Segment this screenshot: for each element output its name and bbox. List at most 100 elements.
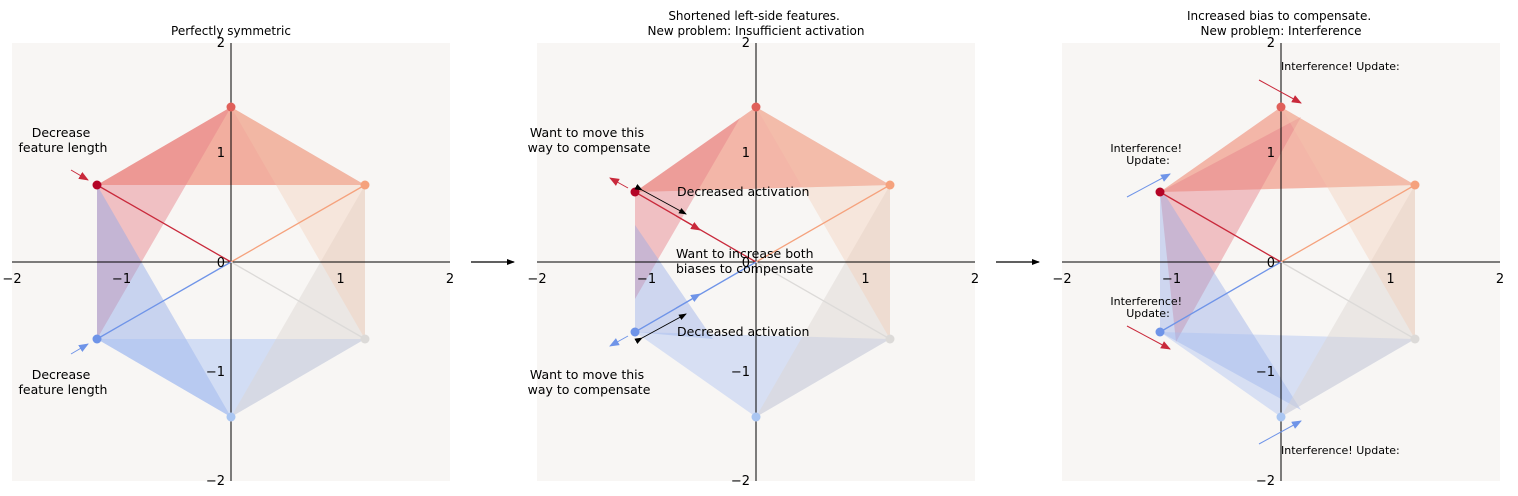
feature-point-upper-right <box>1410 180 1420 190</box>
y-tick: 1 <box>742 146 750 161</box>
x-tick: 1 <box>861 272 869 287</box>
arrow-interference-upper-left <box>1126 173 1171 198</box>
feature-vector-red <box>96 184 232 263</box>
feature-vector-blue <box>96 261 232 340</box>
annotation-decrease-length-bottom: Decrease feature length <box>19 367 108 397</box>
x-tick-labels: −2 −1 1 2 <box>2 272 454 287</box>
double-arrow-activation-bottom <box>634 313 687 344</box>
feature-vector-grey <box>1280 261 1416 340</box>
panel-3: −2 −1 1 2 2 1 0 −1 −2 Increased bias to … <box>1052 9 1504 489</box>
y-tick: 2 <box>217 36 225 51</box>
x-tick: 2 <box>1496 272 1504 287</box>
feature-point-bottom <box>1276 412 1286 422</box>
x-tick: −2 <box>2 272 21 287</box>
x-tick: −2 <box>1052 272 1071 287</box>
arrow-blue-bias <box>675 293 701 309</box>
triangle-blue-bottom <box>1160 332 1415 417</box>
feature-point-upper-left <box>630 187 640 197</box>
panel-title: Shortened left-side features. New proble… <box>648 9 865 38</box>
panel-title: Increased bias to compensate. New proble… <box>1187 9 1375 38</box>
y-tick: 2 <box>742 36 750 51</box>
x-tick: −2 <box>527 272 546 287</box>
y-tick: 0 <box>217 256 225 271</box>
annotation-decreased-activation-top: Decreased activation <box>677 184 809 199</box>
double-arrow-activation-top <box>634 184 687 215</box>
feature-vector-grey <box>230 261 366 340</box>
x-tick: 2 <box>971 272 979 287</box>
y-tick: 0 <box>742 256 750 271</box>
arrow-interference-lower-left <box>1126 325 1171 350</box>
x-tick: −1 <box>112 272 131 287</box>
arrow-interference-bottom <box>1258 420 1302 445</box>
annotation-interference-upper-left: Interference! Update: <box>1110 142 1185 167</box>
y-tick-labels: 2 1 0 −1 −2 <box>1256 36 1275 489</box>
x-tick: 2 <box>446 272 454 287</box>
x-tick: −1 <box>1162 272 1181 287</box>
feature-vector-orange <box>755 184 891 263</box>
feature-point-top <box>1276 102 1286 112</box>
feature-point-lower-right <box>360 334 370 344</box>
x-tick-labels: −2 −1 1 2 <box>1052 272 1504 287</box>
y-tick: −1 <box>731 365 750 380</box>
y-tick: −2 <box>731 474 750 489</box>
triangle-peach-top <box>1160 107 1415 192</box>
arrow-blue <box>70 343 89 355</box>
annotation-decrease-length-top: Decrease feature length <box>19 125 108 155</box>
x-tick: 1 <box>1386 272 1394 287</box>
feature-point-upper-right <box>885 180 895 190</box>
feature-vector-orange <box>230 184 366 263</box>
annotation-decreased-activation-bottom: Decreased activation <box>677 324 809 339</box>
panel-1: −2 −1 1 2 2 1 0 −1 −2 Perfectly symmetri… <box>2 24 454 489</box>
y-tick-labels: 2 1 0 −1 −2 <box>731 36 750 489</box>
feature-vector-blue <box>1159 261 1282 333</box>
feature-vector-orange <box>1280 184 1416 263</box>
arrow-red-bias <box>675 215 701 231</box>
feature-point-upper-left <box>1155 187 1165 197</box>
annotation-move-top: Want to move this way to compensate <box>528 125 651 155</box>
arrow-red-move <box>609 177 629 189</box>
feature-vector-grey <box>755 261 891 340</box>
annotation-interference-lower-left: Interference! Update: <box>1110 295 1185 320</box>
feature-point-lower-right <box>885 334 895 344</box>
arrow-blue-move <box>609 335 629 347</box>
x-tick: 1 <box>336 272 344 287</box>
y-tick: −1 <box>1256 365 1275 380</box>
annotation-interference-top: Interference! Update: <box>1281 60 1400 73</box>
triangle-red-left <box>1160 117 1301 342</box>
triangle-blue-bottom <box>635 332 890 417</box>
y-tick: 1 <box>217 146 225 161</box>
y-tick: −2 <box>1256 474 1275 489</box>
triangle-red-top <box>1160 107 1415 192</box>
triangle-red-top <box>635 107 890 192</box>
feature-point-top <box>751 102 761 112</box>
x-tick-labels: −2 −1 1 2 <box>527 272 979 287</box>
y-tick: 0 <box>1267 256 1275 271</box>
annotation-interference-bottom: Interference! Update: <box>1281 444 1400 457</box>
feature-point-lower-right <box>1410 334 1420 344</box>
triangle-red-left <box>635 118 740 299</box>
feature-point-bottom <box>751 412 761 422</box>
annotation-move-bottom: Want to move this way to compensate <box>528 367 651 397</box>
y-tick: 1 <box>1267 146 1275 161</box>
x-tick: −1 <box>637 272 656 287</box>
triangle-blue-left <box>1160 187 1301 410</box>
feature-point-lower-left <box>92 334 102 344</box>
panel-2: −2 −1 1 2 2 1 0 −1 −2 Shortened left-sid… <box>527 9 979 489</box>
arrow-red <box>70 169 89 181</box>
triangle-peach-top <box>635 107 890 192</box>
triangle-blue-left <box>635 225 713 339</box>
arrow-interference-top <box>1258 79 1302 104</box>
feature-point-lower-left <box>1155 327 1165 337</box>
feature-vector-red <box>1159 191 1282 263</box>
feature-point-upper-right <box>360 180 370 190</box>
annotation-increase-biases: Want to increase both biases to compensa… <box>676 246 818 276</box>
y-tick: −1 <box>206 365 225 380</box>
y-tick-labels: 2 1 0 −1 −2 <box>206 36 225 489</box>
feature-point-lower-left <box>630 327 640 337</box>
feature-point-top <box>226 102 236 112</box>
y-tick: 2 <box>1267 36 1275 51</box>
panel-title: Perfectly symmetric <box>171 24 291 38</box>
feature-point-upper-left <box>92 180 102 190</box>
y-tick: −2 <box>206 474 225 489</box>
